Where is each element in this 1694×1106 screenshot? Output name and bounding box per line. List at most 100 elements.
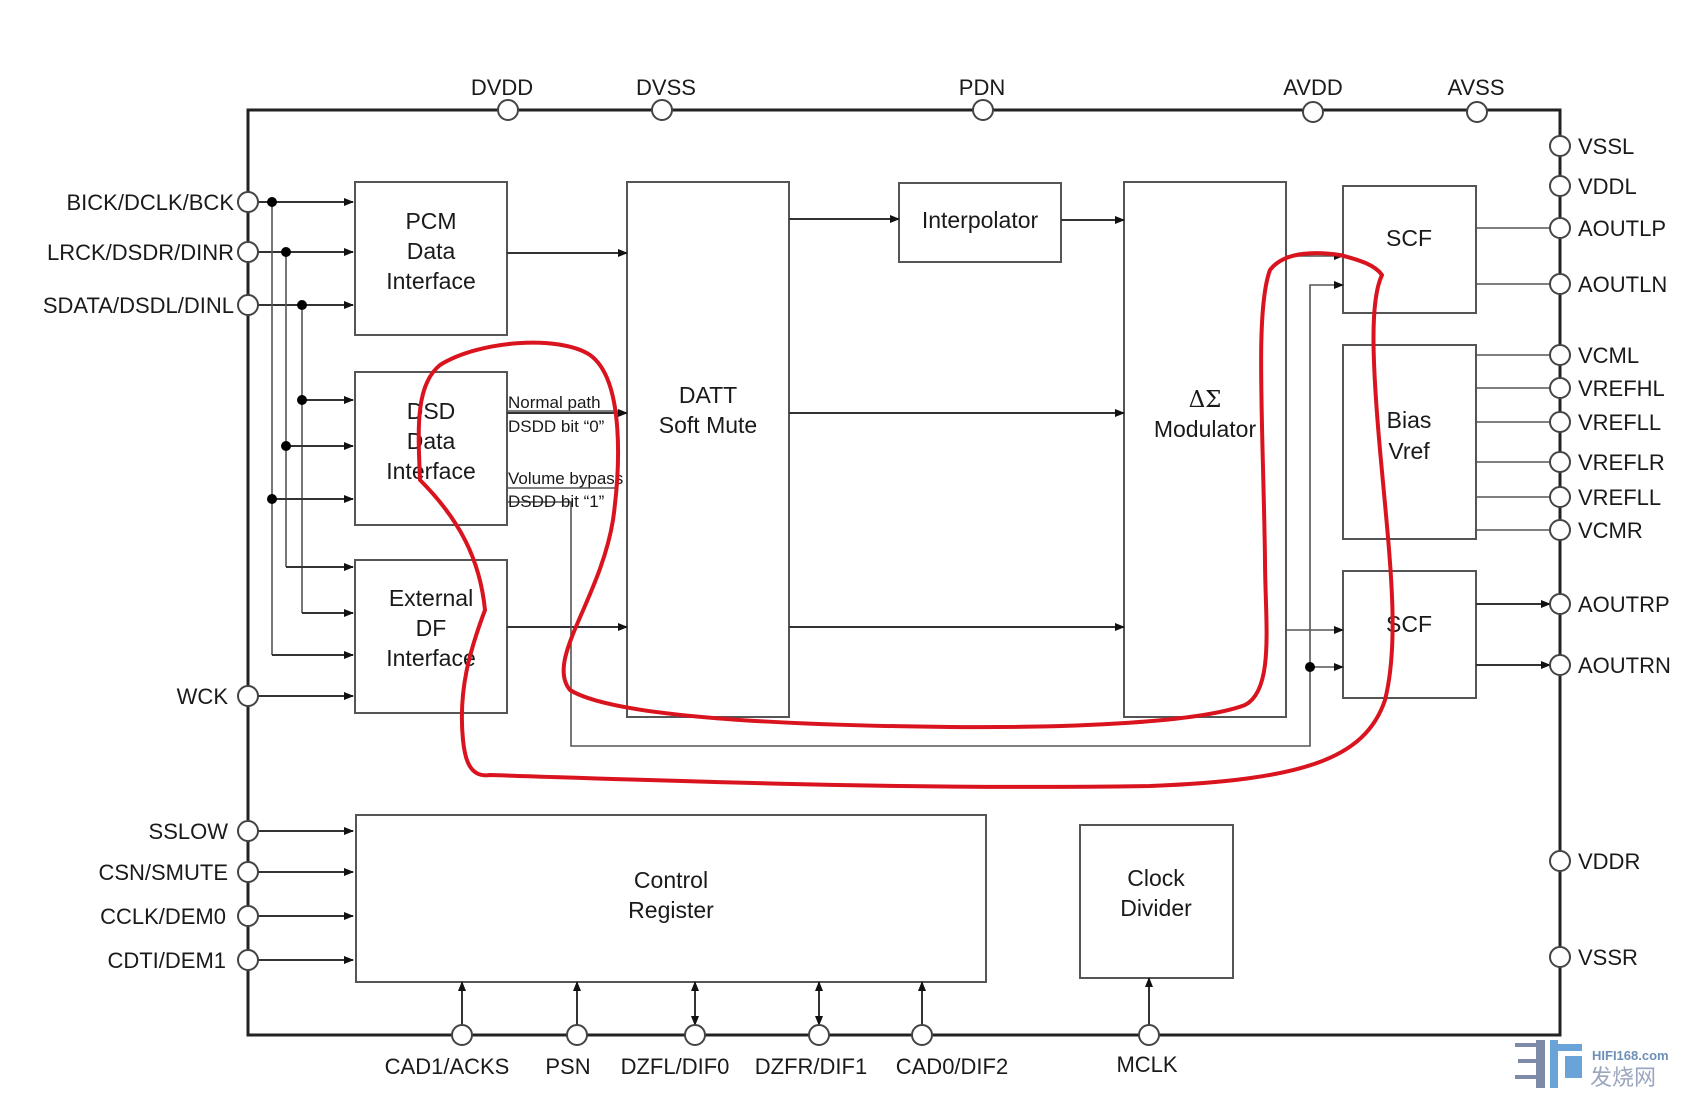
pin-label-dvdd: DVDD [471,75,533,100]
pin-label-avdd: AVDD [1283,75,1343,100]
svg-text:Control: Control [634,867,708,893]
block-external-df-interface: External DF Interface [354,559,508,714]
watermark: HIFI168.com 发烧网 [1515,1040,1669,1091]
pin-label-psn: PSN [545,1054,590,1079]
pin-vssr [1549,946,1571,968]
pin-aoutrp [1549,593,1571,615]
pin-cclk [237,905,259,927]
pin-label-vrefll-2: VREFLL [1578,485,1661,510]
pin-label-sslow: SSLOW [149,819,229,844]
pin-label-vddl: VDDL [1578,174,1637,199]
left-pins: BICK/DCLK/BCK LRCK/DSDR/DINR SDATA/DSDL/… [43,190,259,973]
block-dsd-interface: DSD Data Interface [354,371,508,526]
pin-lrck [237,241,259,263]
block-clock-divider: Clock Divider [1079,824,1234,979]
block-control-register: Control Register [355,814,987,983]
pin-label-vssl: VSSL [1578,134,1634,159]
pin-label-csn: CSN/SMUTE [98,860,228,885]
watermark-site: HIFI168.com [1592,1048,1669,1063]
pin-avss [1466,101,1488,123]
svg-text:Clock: Clock [1127,865,1185,891]
input-wiring [258,197,354,964]
block-datt-soft-mute: DATT Soft Mute [626,181,790,718]
red-annotation-loop [416,251,1395,789]
svg-text:Interface: Interface [386,645,476,671]
svg-text:Interpolator: Interpolator [922,207,1039,233]
pin-label-cad1: CAD1/ACKS [385,1054,510,1079]
pin-aoutrn [1549,654,1571,676]
pin-cad1 [451,1024,473,1046]
pin-label-vrefhl: VREFHL [1578,376,1665,401]
svg-text:External: External [389,585,473,611]
pin-label-bick: BICK/DCLK/BCK [67,190,235,215]
pin-cdti [237,949,259,971]
label-normal-path: Normal path [508,393,601,412]
pin-label-vssr: VSSR [1578,945,1638,970]
pin-wck [237,685,259,707]
pin-dvdd [497,99,519,121]
pin-label-mclk: MCLK [1116,1052,1177,1077]
pin-dzfr [808,1024,830,1046]
pin-cad0 [911,1024,933,1046]
label-volume-bypass: Volume bypass [508,469,623,488]
pin-label-lrck: LRCK/DSDR/DINR [47,240,234,265]
svg-text:Modulator: Modulator [1154,416,1257,442]
pin-vddr [1549,850,1571,872]
pin-vrefll-2 [1549,486,1571,508]
chip-outline [246,108,1562,1037]
pin-label-cclk: CCLK/DEM0 [100,904,226,929]
svg-text:ΔΣ: ΔΣ [1189,387,1222,413]
pin-label-vddr: VDDR [1578,849,1640,874]
signal-wires [458,215,1552,1026]
pin-aoutln [1549,273,1571,295]
pin-avdd [1302,101,1324,123]
top-pins: DVDD DVSS PDN AVDD AVSS [471,75,1505,123]
svg-text:Divider: Divider [1120,895,1192,921]
pin-label-cad0: CAD0/DIF2 [896,1054,1008,1079]
block-interpolator: Interpolator [898,182,1062,263]
pin-mclk [1138,1024,1160,1046]
bottom-pins: CAD1/ACKS PSN DZFL/DIF0 DZFR/DIF1 CAD0/D… [385,1024,1178,1079]
svg-text:DSD: DSD [407,398,456,424]
pin-vreflr [1549,451,1571,473]
svg-text:Data: Data [407,238,456,264]
block-scf-right: SCF [1342,570,1477,699]
pin-label-cdti: CDTI/DEM1 [107,948,226,973]
pin-label-vcml: VCML [1578,343,1639,368]
pin-label-aoutln: AOUTLN [1578,272,1667,297]
pin-vddl [1549,175,1571,197]
pin-vrefll [1549,411,1571,433]
pin-dzfl [684,1024,706,1046]
pin-vcml [1549,344,1571,366]
block-pcm-interface: PCM Data Interface [354,181,508,336]
label-dsdd-bit-0: DSDD bit “0” [508,417,605,436]
pin-bick [237,191,259,213]
pin-label-vreflr: VREFLR [1578,450,1665,475]
pin-label-pdn: PDN [959,75,1005,100]
svg-text:PCM: PCM [405,208,456,234]
pin-dvss [651,99,673,121]
svg-text:Soft Mute: Soft Mute [659,412,757,438]
path-labels: Normal path DSDD bit “0” Volume bypass D… [508,393,623,511]
pin-label-dzfl: DZFL/DIF0 [621,1054,730,1079]
pin-psn [566,1024,588,1046]
label-dsdd-bit-1: DSDD bit “1” [508,492,605,511]
svg-text:DATT: DATT [679,382,737,408]
block-delta-sigma-modulator: ΔΣ Modulator [1123,181,1287,718]
pin-sdata [237,294,259,316]
svg-text:Interface: Interface [386,268,476,294]
pin-aoutlp [1549,217,1571,239]
pin-vcmr [1549,519,1571,541]
svg-text:Vref: Vref [1388,438,1430,464]
svg-text:Register: Register [628,897,714,923]
pin-label-vcmr: VCMR [1578,518,1643,543]
svg-text:Bias: Bias [1387,407,1432,433]
pin-label-avss: AVSS [1447,75,1504,100]
pin-label-vrefll: VREFLL [1578,410,1661,435]
pin-label-wck: WCK [177,684,229,709]
svg-text:Interface: Interface [386,458,476,484]
pin-label-aoutrn: AOUTRN [1578,653,1671,678]
pin-csn [237,861,259,883]
block-scf-left: SCF [1342,185,1477,314]
